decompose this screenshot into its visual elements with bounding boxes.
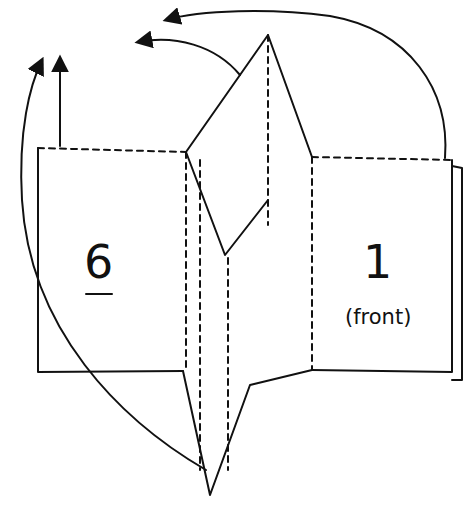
- number-underline: [86, 293, 112, 295]
- fold-line: [185, 152, 187, 370]
- fold-line: [227, 258, 229, 470]
- page-caption: (front): [345, 306, 411, 329]
- panel-outline: [38, 148, 183, 372]
- fold-arrow: [138, 40, 240, 75]
- fold-line: [38, 148, 186, 152]
- fold-line: [312, 157, 452, 160]
- panel-outline: [186, 35, 312, 157]
- fold-arrow: [59, 58, 61, 146]
- page-number: 1: [363, 237, 392, 288]
- fold-line: [311, 157, 313, 370]
- fold-line: [199, 160, 201, 470]
- fold-arrow: [166, 11, 445, 158]
- back-page-edge: [452, 166, 462, 380]
- fold-line: [267, 35, 269, 225]
- page-number: 6: [84, 237, 113, 288]
- panel-outline: [183, 370, 312, 495]
- panel-outline: [186, 152, 268, 255]
- panel-outline: [312, 160, 452, 372]
- fold-arrow: [21, 60, 206, 470]
